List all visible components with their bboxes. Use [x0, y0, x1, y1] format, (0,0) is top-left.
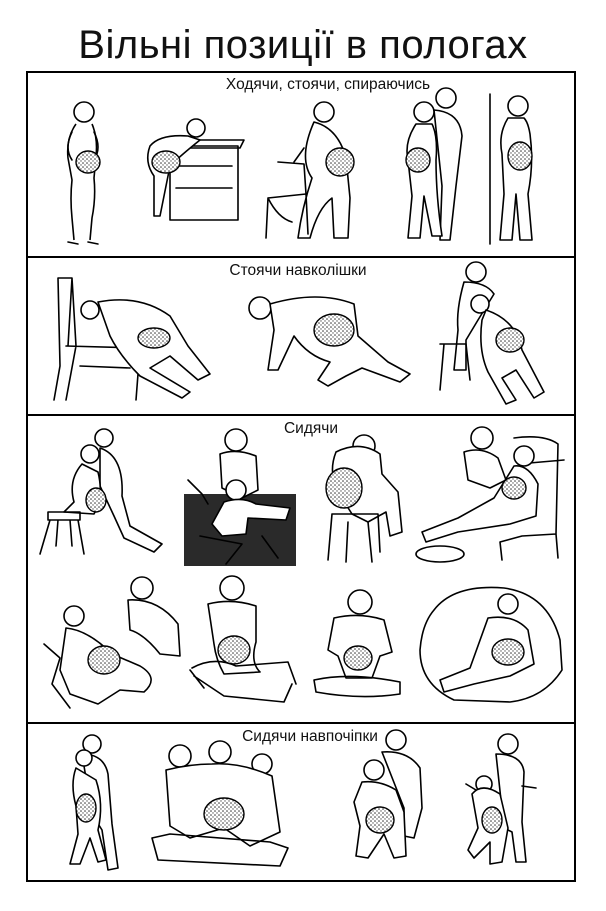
birth-ball-illustration [189, 575, 297, 703]
section-divider [26, 256, 576, 258]
floor-leaning-on-partner-illustration [43, 576, 181, 709]
section-title-walking-standing: Ходячи, стоячи, спираючись [225, 76, 431, 93]
leaning-on-chair-illustration [265, 101, 355, 239]
leaning-forward-on-chair-illustration [325, 434, 403, 563]
squat-with-partner-chair-illustration [353, 729, 423, 859]
partner-supported-squat-illustration [465, 733, 537, 865]
leaning-on-cabinet-illustration [146, 118, 245, 221]
beanbag-illustration [419, 586, 563, 703]
section-divider [26, 414, 576, 416]
section-title-sitting: Сидячи [283, 420, 339, 437]
page-title: Вільні позиції в пологах [78, 23, 528, 67]
supported-squat-illustration [69, 734, 119, 871]
supported-by-partner-illustration [405, 87, 463, 241]
leaning-on-wall-illustration [489, 93, 533, 245]
standing-woman-illustration [66, 101, 101, 245]
floor-with-partner-illustration [187, 428, 291, 565]
group-squat-illustration [151, 740, 289, 867]
kneeling-at-chair-illustration [53, 277, 211, 401]
stool-with-partner-illustration [39, 428, 163, 555]
section-divider [26, 722, 576, 724]
kneeling-with-partner-illustration [439, 261, 545, 405]
section-title-kneeling: Стоячи навколішки [229, 262, 367, 279]
section-title-squatting: Сидячи навпочіпки [242, 728, 378, 745]
reclining-chair-illustration [415, 426, 565, 563]
cross-legged-illustration [313, 589, 401, 698]
all-fours-illustration [248, 296, 411, 387]
positions-frame [26, 71, 576, 882]
